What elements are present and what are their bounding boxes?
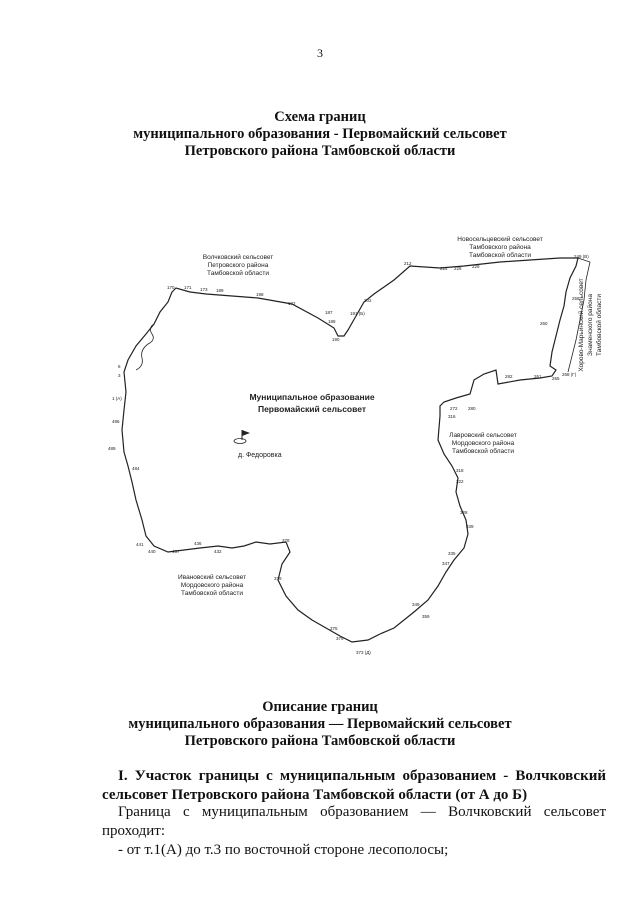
point-label: 229 (472, 264, 480, 269)
map-title-line-2: муниципального образования - Первомайски… (133, 126, 507, 142)
point-label: 318 (456, 468, 464, 473)
neighbor-novoselitsky: Новосельцевский сельсовет Тамбовского ра… (457, 235, 542, 259)
neighbor-line: Волчковский сельсовет (203, 253, 273, 261)
neighbor-line: Тамбовской области (181, 589, 243, 597)
map-title-line-1: Схема границ (274, 109, 366, 125)
point-label: 202 (364, 298, 372, 303)
neighbor-line: Мордовского района (452, 439, 515, 447)
point-label: 172 (288, 301, 296, 306)
point-label: 249 (В) (574, 254, 589, 259)
point-label: 335 (448, 551, 456, 556)
center-label-line-1: Муниципальное образование (249, 392, 374, 402)
point-label: 226 (454, 266, 462, 271)
point-label: 432 (214, 549, 222, 554)
neighbor-volchkovsky: Волчковский сельсовет Петровского района… (203, 253, 273, 277)
point-label: 280 (468, 406, 476, 411)
point-label: 187 (325, 310, 333, 315)
description-title-line-3: Петровского района Тамбовской области (184, 733, 456, 749)
point-label: 441 (136, 542, 144, 547)
point-label: 173 (200, 287, 208, 292)
neighbor-line: Тамбовской области (452, 447, 514, 455)
point-label: 375 (330, 626, 338, 631)
paragraph-text: Граница с муниципальным образованием — В… (118, 804, 606, 820)
point-label: 328 (460, 510, 468, 515)
point-label: 282 (505, 374, 513, 379)
point-label: 198 (256, 292, 264, 297)
point-label: 261 (534, 374, 542, 379)
neighbor-ivanovsky: Ивановский сельсовет Мордовского района … (178, 573, 246, 597)
section-1-heading: I. Участок границы с муниципальным образ… (102, 767, 606, 805)
boundary-outline (121, 257, 579, 643)
point-label: 339 (466, 524, 474, 529)
map-title-line-3: Петровского района Тамбовской области (184, 143, 456, 159)
point-label: 316 (448, 414, 456, 419)
point-label: 3 (118, 373, 121, 378)
point-label: 260 (540, 321, 548, 326)
point-label: 322 (456, 479, 464, 484)
neighbor-line: Тамбовской области (207, 269, 269, 277)
neighbor-line: Тамбовского района (469, 243, 531, 251)
center-label-line-2: Первомайский сельсовет (258, 404, 366, 414)
point-label: 484 (132, 466, 140, 471)
point-label: 272 (450, 406, 458, 411)
point-labels: 170 171 173 189 198 172 187 188 190 191 … (108, 254, 589, 655)
point-label: 347 (442, 561, 450, 566)
point-label: 379 (336, 636, 344, 641)
village-marker (233, 430, 250, 444)
neighbor-lavrovsky: Лавровский сельсовет Мордовского района … (449, 431, 517, 455)
point-label: 188 (328, 319, 336, 324)
point-label: 189 (216, 288, 224, 293)
point-label: 379 (274, 576, 282, 581)
point-label: 359 (422, 614, 430, 619)
section-1-text: Граница с муниципальным образованием — В… (102, 803, 606, 841)
point-label: 436 (194, 541, 202, 546)
point-label: 6 (118, 364, 121, 369)
neighbor-znamensky: Хорово-Марьинский сельсовет Знаменского … (577, 278, 603, 371)
boundary-map: д. Федоровка Муниципальное образование П… (108, 235, 603, 655)
list-item-text: - от т.1(А) до т.3 по восточной стороне … (118, 842, 449, 858)
point-label: 258 (572, 296, 580, 301)
neighbor-line: Ивановский сельсовет (178, 573, 246, 581)
section-1-heading-line-2: сельсовет Петровского района Тамбовской … (102, 787, 528, 803)
boundary-east-detail (567, 257, 591, 373)
point-label: 1 (А) (112, 396, 122, 401)
neighbor-line: Мордовского района (181, 581, 244, 589)
point-label: 268 (Г) (562, 372, 577, 377)
neighbor-line: Тамбовской области (595, 294, 603, 356)
neighbor-line: Хорово-Марьинский сельсовет (577, 278, 585, 371)
heading-text: I. Участок границы с муниципальным образ… (118, 768, 606, 784)
point-label: 265 (552, 376, 560, 381)
village-label: д. Федоровка (238, 452, 282, 459)
section-1-heading-line-1: I. Участок границы с муниципальным образ… (102, 767, 606, 786)
boundary-west-detail (135, 323, 155, 371)
page-number: 3 (317, 46, 323, 60)
neighbor-line: Лавровский сельсовет (449, 431, 517, 439)
point-label: 224 (440, 266, 448, 271)
description-title: Описание границ муниципального образован… (0, 699, 640, 750)
point-label: 191 (Б) (350, 311, 365, 316)
section-1-text-line-2: проходит: (102, 823, 166, 839)
point-label: 190 (332, 337, 340, 342)
point-label: 440 (148, 549, 156, 554)
point-label: 171 (184, 285, 192, 290)
description-title-line-1: Описание границ (262, 699, 378, 715)
neighbor-line: Петровского района (208, 261, 269, 269)
map-title: Схема границ муниципального образования … (0, 109, 640, 160)
point-label: 437 (172, 549, 180, 554)
point-label: 373 (Д) (356, 650, 371, 655)
point-label: 489 (108, 446, 116, 451)
point-label: 170 (167, 285, 175, 290)
neighbor-line: Новосельцевский сельсовет (457, 235, 542, 243)
description-title-line-2: муниципального образования — Первомайски… (128, 716, 512, 732)
neighbor-line: Тамбовской области (469, 251, 531, 259)
point-label: 486 (112, 419, 120, 424)
neighbor-line: Знаменского района (586, 294, 594, 356)
section-1-item-1: - от т.1(А) до т.3 по восточной стороне … (102, 841, 606, 860)
point-label: 349 (412, 602, 420, 607)
point-label: 212 (404, 261, 412, 266)
section-1-text-line-1: Граница с муниципальным образованием — В… (102, 803, 606, 822)
point-label: 378 (282, 538, 290, 543)
